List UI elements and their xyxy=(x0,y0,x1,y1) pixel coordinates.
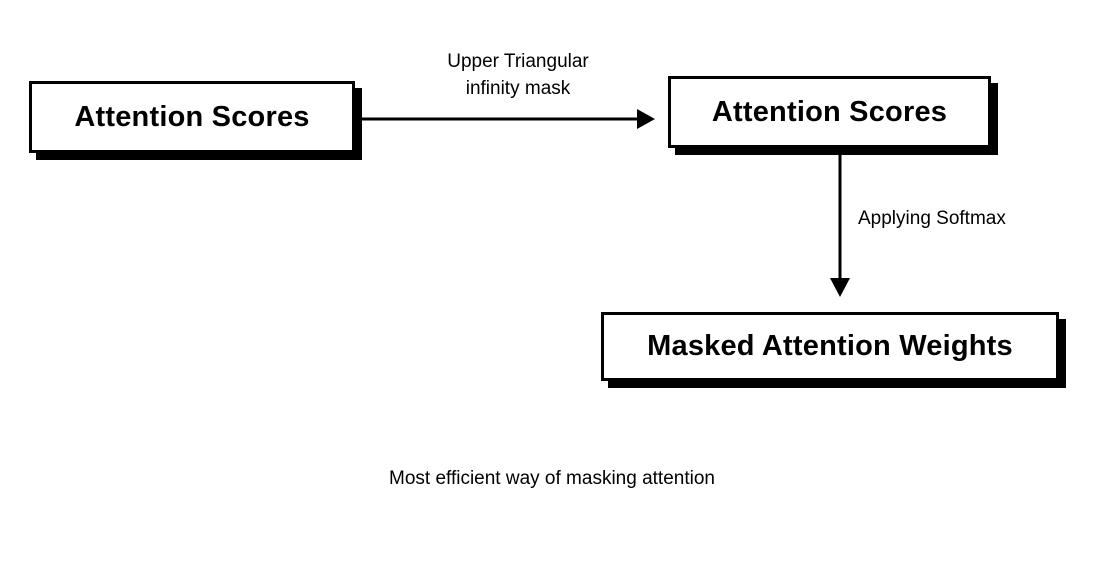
arrowhead-down-icon xyxy=(830,278,850,297)
node-attention-scores-masked[interactable]: Attention Scores xyxy=(668,76,991,148)
edge-label-applying-softmax: Applying Softmax xyxy=(858,208,1006,229)
node-label-attention-scores-input: Attention Scores xyxy=(74,100,310,133)
edge-label-upper-triangular-infinity-mask: Upper Triangular infinity mask xyxy=(447,51,589,99)
arrow-softmax-flow xyxy=(830,152,850,297)
diagram-caption: Most efficient way of masking attention xyxy=(389,468,715,489)
arrow-mask-flow xyxy=(355,109,655,129)
node-label-attention-scores-masked: Attention Scores xyxy=(711,95,948,128)
node-masked-attention-weights[interactable]: Masked Attention Weights xyxy=(601,312,1059,381)
node-attention-scores-input[interactable]: Attention Scores xyxy=(29,81,355,153)
node-label-masked-attention-weights: Masked Attention Weights xyxy=(647,330,1013,362)
arrowhead-right-icon xyxy=(637,109,655,129)
